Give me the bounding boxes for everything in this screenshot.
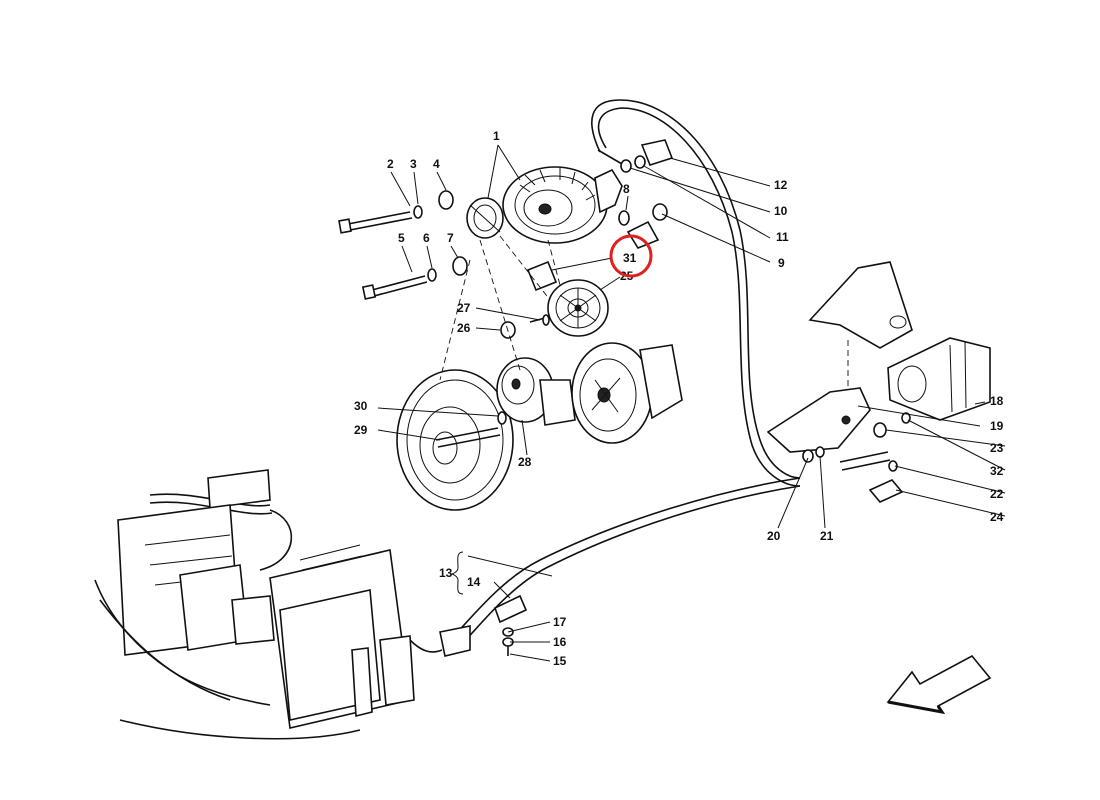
main-wiring-cable bbox=[449, 99, 801, 647]
callout-24: 24 bbox=[990, 510, 1004, 524]
front-direction-arrow-icon bbox=[886, 654, 992, 715]
callout-3: 3 bbox=[410, 157, 417, 171]
starter-motor bbox=[887, 337, 991, 421]
callout-21: 21 bbox=[820, 529, 834, 543]
callout-16: 16 bbox=[553, 635, 567, 649]
callout-6: 6 bbox=[423, 231, 430, 245]
callout-27: 27 bbox=[457, 301, 471, 315]
callout-17: 17 bbox=[553, 615, 567, 629]
callout-10: 10 bbox=[774, 204, 788, 218]
callout-19: 19 bbox=[990, 419, 1004, 433]
callout-5: 5 bbox=[398, 231, 405, 245]
bolt-assembly-upper bbox=[338, 190, 454, 234]
callout-23: 23 bbox=[990, 441, 1004, 455]
callout-29: 29 bbox=[354, 423, 368, 437]
spacer-and-screw bbox=[500, 314, 550, 339]
starter-bracket bbox=[766, 261, 913, 453]
callout-32: 32 bbox=[990, 464, 1004, 478]
terminal-nuts bbox=[597, 139, 674, 249]
callout-26: 26 bbox=[457, 321, 471, 335]
tensioner-pulley bbox=[547, 279, 609, 337]
callout-1: 1 bbox=[493, 129, 500, 143]
callout-13: 13 bbox=[439, 566, 453, 580]
callout-28: 28 bbox=[518, 455, 532, 469]
callout-22: 22 bbox=[990, 487, 1004, 501]
callout-14: 14 bbox=[467, 575, 481, 589]
callout-11: 11 bbox=[776, 230, 789, 244]
callout-30: 30 bbox=[354, 399, 368, 413]
callout-18: 18 bbox=[990, 394, 1004, 408]
callout-20: 20 bbox=[767, 529, 781, 543]
callout-12: 12 bbox=[774, 178, 788, 192]
compressor-pulley bbox=[571, 342, 683, 444]
leader-lines bbox=[377, 144, 1006, 662]
callout-8: 8 bbox=[623, 182, 630, 196]
idler-pulley bbox=[496, 357, 576, 426]
callout-31: 31 bbox=[623, 251, 637, 265]
cable-clamp bbox=[439, 594, 528, 657]
bracket-31 bbox=[526, 260, 558, 292]
callout-2: 2 bbox=[387, 157, 394, 171]
callout-9: 9 bbox=[778, 256, 785, 270]
crankshaft-pulley bbox=[396, 369, 514, 511]
bolt-assembly-lower bbox=[361, 256, 468, 300]
alternator bbox=[466, 166, 623, 244]
highlight-circle-callout-31 bbox=[609, 234, 653, 278]
callout-15: 15 bbox=[553, 654, 567, 668]
ecu-and-harness bbox=[94, 469, 443, 740]
belt-guides bbox=[439, 235, 561, 381]
callout-4: 4 bbox=[433, 157, 440, 171]
callout-7: 7 bbox=[447, 231, 454, 245]
callout-labels: 1 2 3 4 5 6 7 8 9 10 11 12 13 14 15 16 1… bbox=[354, 129, 1004, 668]
starter-fasteners bbox=[802, 412, 911, 503]
